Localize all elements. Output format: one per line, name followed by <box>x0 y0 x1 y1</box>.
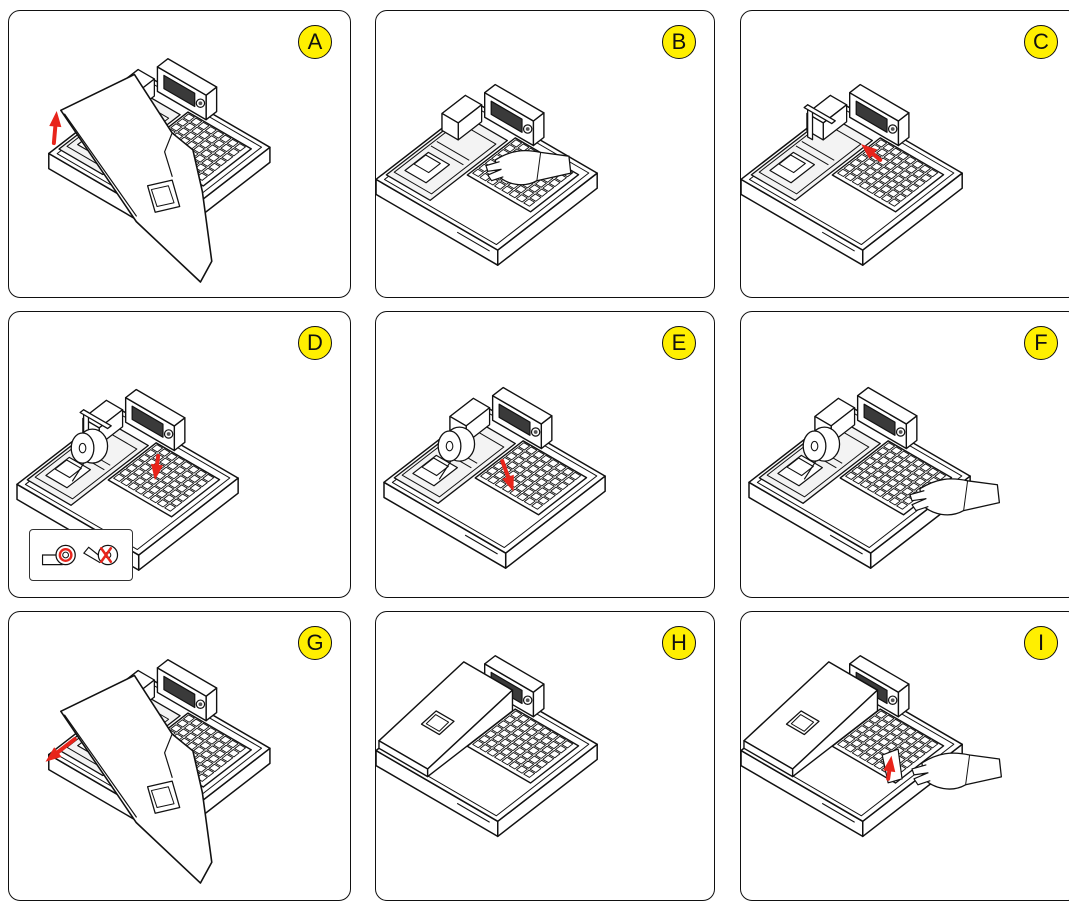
panel-f: F <box>740 311 1069 598</box>
register-open-cover-illustration <box>9 11 350 297</box>
cash-register <box>741 85 962 266</box>
cash-register <box>741 656 962 837</box>
register-closed-illustration <box>376 612 714 900</box>
register-feed-paper-illustration <box>741 612 1069 900</box>
panel-g: G <box>8 611 351 901</box>
roll-orientation-box <box>29 529 133 581</box>
panel-h: H <box>375 611 715 901</box>
cash-register <box>749 388 970 569</box>
cash-register <box>376 656 597 837</box>
cash-register <box>384 388 605 569</box>
correct-roll-icon <box>43 545 76 564</box>
panel-b: B <box>375 10 715 298</box>
panel-a: A <box>8 10 351 298</box>
register-close-arm-illustration <box>376 312 714 597</box>
up-arrow-icon <box>50 112 61 143</box>
panel-e: E <box>375 311 715 598</box>
panel-i: I <box>740 611 1069 901</box>
register-lift-arm-illustration <box>741 11 1069 297</box>
register-release-arm-illustration <box>376 11 714 297</box>
wrong-roll-icon <box>84 545 118 564</box>
register-tear-paper-illustration <box>741 312 1069 597</box>
panel-c: C <box>740 10 1069 298</box>
register-replace-cover-illustration <box>9 612 350 900</box>
panel-d: D <box>8 311 351 598</box>
